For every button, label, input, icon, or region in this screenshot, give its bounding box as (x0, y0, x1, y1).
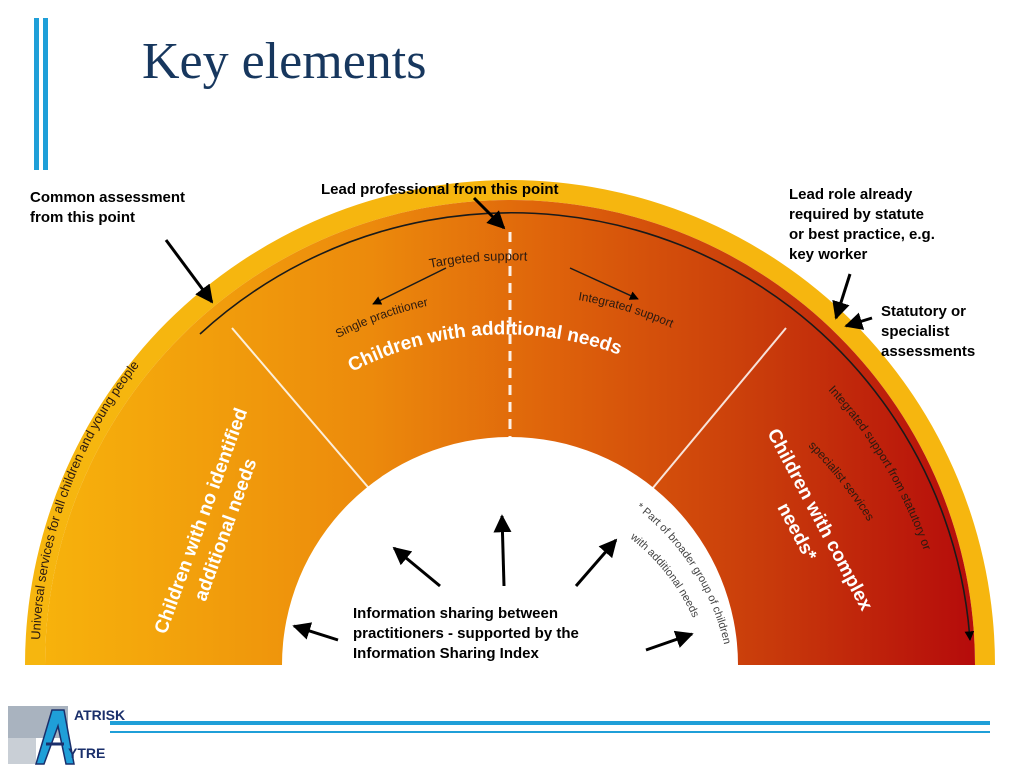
divider-left (231, 327, 374, 494)
callout-information-sharing: Information sharing between practitioner… (353, 605, 579, 662)
arrow-info-up (493, 514, 512, 587)
footer-line-bottom (110, 731, 990, 733)
arrow-info-right (645, 630, 694, 652)
accent-bar-left (34, 18, 39, 170)
arrow-info-left (292, 622, 339, 642)
footer-line-top (110, 721, 990, 725)
svg-text:YTRE: YTRE (68, 745, 105, 761)
callout-lead-professional: Lead professional from this point (321, 181, 559, 198)
broader-group-label-2: with additional needs (627, 530, 701, 619)
arrow-lead-professional (472, 196, 506, 230)
atre-logo: ATRISK YTRE (8, 706, 125, 765)
page-title: Key elements (142, 33, 427, 90)
arrow-info-upper-right (574, 538, 618, 587)
divider-right (651, 327, 787, 490)
svg-text:ATRISK: ATRISK (74, 707, 125, 723)
universal-services-arrow (199, 211, 975, 641)
arrow-to-single-practitioner (372, 267, 447, 305)
callout-common-assessment: Common assessment from this point (30, 189, 186, 226)
arrow-to-integrated-support (569, 267, 639, 300)
callout-statutory: Statutory or specialist assessments (881, 303, 976, 360)
arrow-info-upper-left (392, 546, 441, 588)
accent-bar-right (43, 18, 48, 170)
arrow-common-assessment (164, 239, 214, 304)
arrow-statutory (844, 312, 873, 330)
needs-arch (45, 200, 975, 665)
arrow-lead-role (832, 273, 852, 320)
callout-lead-role: Lead role already required by statute or… (789, 186, 935, 263)
